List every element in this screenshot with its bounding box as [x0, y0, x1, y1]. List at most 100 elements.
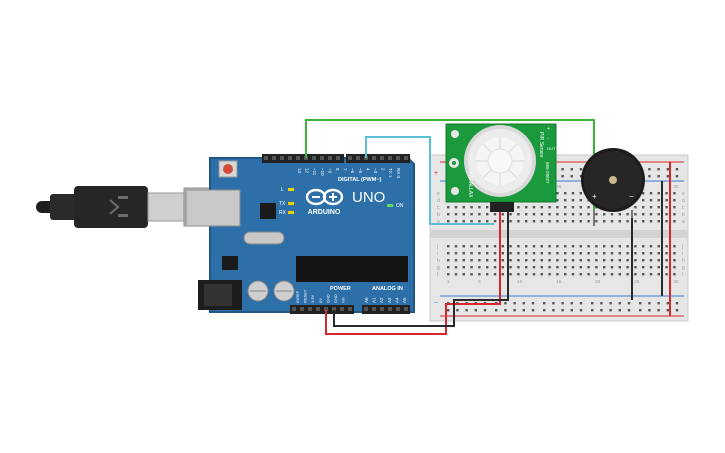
rail-hole[interactable] — [561, 168, 564, 171]
terminal-hole[interactable] — [564, 273, 567, 276]
rail-hole[interactable] — [657, 302, 660, 305]
terminal-hole[interactable] — [478, 252, 481, 255]
rail-hole[interactable] — [513, 309, 516, 312]
terminal-hole[interactable] — [478, 273, 481, 276]
terminal-hole[interactable] — [509, 252, 512, 255]
terminal-hole[interactable] — [478, 213, 481, 216]
terminal-hole[interactable] — [587, 213, 590, 216]
terminal-hole[interactable] — [634, 259, 637, 262]
terminal-hole[interactable] — [595, 213, 598, 216]
terminal-hole[interactable] — [447, 273, 450, 276]
rail-hole[interactable] — [561, 309, 564, 312]
header-hole[interactable] — [372, 307, 376, 311]
terminal-hole[interactable] — [618, 259, 621, 262]
terminal-hole[interactable] — [634, 220, 637, 223]
rail-hole[interactable] — [543, 309, 546, 312]
terminal-hole[interactable] — [603, 213, 606, 216]
terminal-hole[interactable] — [571, 192, 575, 195]
terminal-hole[interactable] — [454, 220, 458, 223]
terminal-hole[interactable] — [493, 266, 497, 269]
terminal-hole[interactable] — [517, 245, 520, 248]
rail-hole[interactable] — [552, 309, 555, 312]
terminal-hole[interactable] — [595, 259, 598, 262]
rail-hole[interactable] — [474, 309, 477, 312]
terminal-hole[interactable] — [571, 206, 575, 209]
rail-hole[interactable] — [591, 302, 594, 305]
rail-hole[interactable] — [456, 309, 459, 312]
terminal-hole[interactable] — [525, 252, 528, 255]
terminal-hole[interactable] — [665, 252, 668, 255]
terminal-hole[interactable] — [470, 259, 473, 262]
terminal-hole[interactable] — [642, 252, 645, 255]
terminal-hole[interactable] — [447, 206, 450, 209]
header-hole[interactable] — [404, 156, 408, 160]
terminal-hole[interactable] — [525, 245, 528, 248]
red-wire-5v[interactable] — [325, 212, 501, 335]
terminal-hole[interactable] — [610, 220, 614, 223]
header-hole[interactable] — [396, 156, 400, 160]
terminal-hole[interactable] — [603, 273, 606, 276]
terminal-hole[interactable] — [579, 199, 582, 202]
terminal-hole[interactable] — [634, 266, 637, 269]
header-hole[interactable] — [356, 156, 360, 160]
terminal-hole[interactable] — [657, 252, 660, 255]
rail-hole[interactable] — [570, 175, 573, 178]
rail-hole[interactable] — [531, 302, 535, 305]
rail-hole[interactable] — [675, 309, 679, 312]
terminal-hole[interactable] — [532, 213, 536, 216]
terminal-hole[interactable] — [642, 245, 645, 248]
terminal-hole[interactable] — [642, 192, 645, 195]
header-hole[interactable] — [324, 307, 328, 311]
rail-hole[interactable] — [579, 309, 583, 312]
terminal-hole[interactable] — [626, 273, 629, 276]
terminal-hole[interactable] — [501, 266, 504, 269]
terminal-hole[interactable] — [501, 259, 504, 262]
header-hole[interactable] — [336, 156, 340, 160]
terminal-hole[interactable] — [556, 266, 559, 269]
terminal-hole[interactable] — [470, 220, 473, 223]
terminal-hole[interactable] — [657, 199, 660, 202]
terminal-hole[interactable] — [462, 266, 465, 269]
terminal-hole[interactable] — [657, 266, 660, 269]
terminal-hole[interactable] — [478, 220, 481, 223]
terminal-hole[interactable] — [525, 259, 528, 262]
terminal-hole[interactable] — [587, 206, 590, 209]
header-hole[interactable] — [348, 156, 352, 160]
rail-hole[interactable] — [666, 302, 669, 305]
rail-hole[interactable] — [627, 309, 631, 312]
terminal-hole[interactable] — [642, 220, 645, 223]
terminal-hole[interactable] — [571, 273, 575, 276]
terminal-hole[interactable] — [509, 213, 512, 216]
terminal-hole[interactable] — [649, 273, 653, 276]
rail-hole[interactable] — [531, 309, 535, 312]
terminal-hole[interactable] — [540, 266, 543, 269]
terminal-hole[interactable] — [610, 273, 614, 276]
header-hole[interactable] — [296, 156, 300, 160]
terminal-hole[interactable] — [462, 213, 465, 216]
terminal-hole[interactable] — [603, 259, 606, 262]
terminal-hole[interactable] — [649, 199, 653, 202]
terminal-hole[interactable] — [571, 245, 575, 248]
terminal-hole[interactable] — [649, 245, 653, 248]
terminal-hole[interactable] — [556, 213, 559, 216]
rail-hole[interactable] — [657, 309, 660, 312]
terminal-hole[interactable] — [493, 245, 497, 248]
terminal-hole[interactable] — [657, 259, 660, 262]
terminal-hole[interactable] — [532, 245, 536, 248]
terminal-hole[interactable] — [556, 273, 559, 276]
terminal-hole[interactable] — [634, 213, 637, 216]
terminal-hole[interactable] — [462, 220, 465, 223]
terminal-hole[interactable] — [540, 273, 543, 276]
terminal-hole[interactable] — [665, 266, 668, 269]
terminal-hole[interactable] — [454, 259, 458, 262]
terminal-hole[interactable] — [673, 213, 676, 216]
rail-hole[interactable] — [561, 175, 564, 178]
rail-hole[interactable] — [504, 309, 507, 312]
terminal-hole[interactable] — [610, 245, 614, 248]
terminal-hole[interactable] — [517, 266, 520, 269]
terminal-hole[interactable] — [642, 259, 645, 262]
terminal-hole[interactable] — [610, 259, 614, 262]
terminal-hole[interactable] — [673, 259, 676, 262]
terminal-hole[interactable] — [532, 273, 536, 276]
terminal-hole[interactable] — [454, 273, 458, 276]
